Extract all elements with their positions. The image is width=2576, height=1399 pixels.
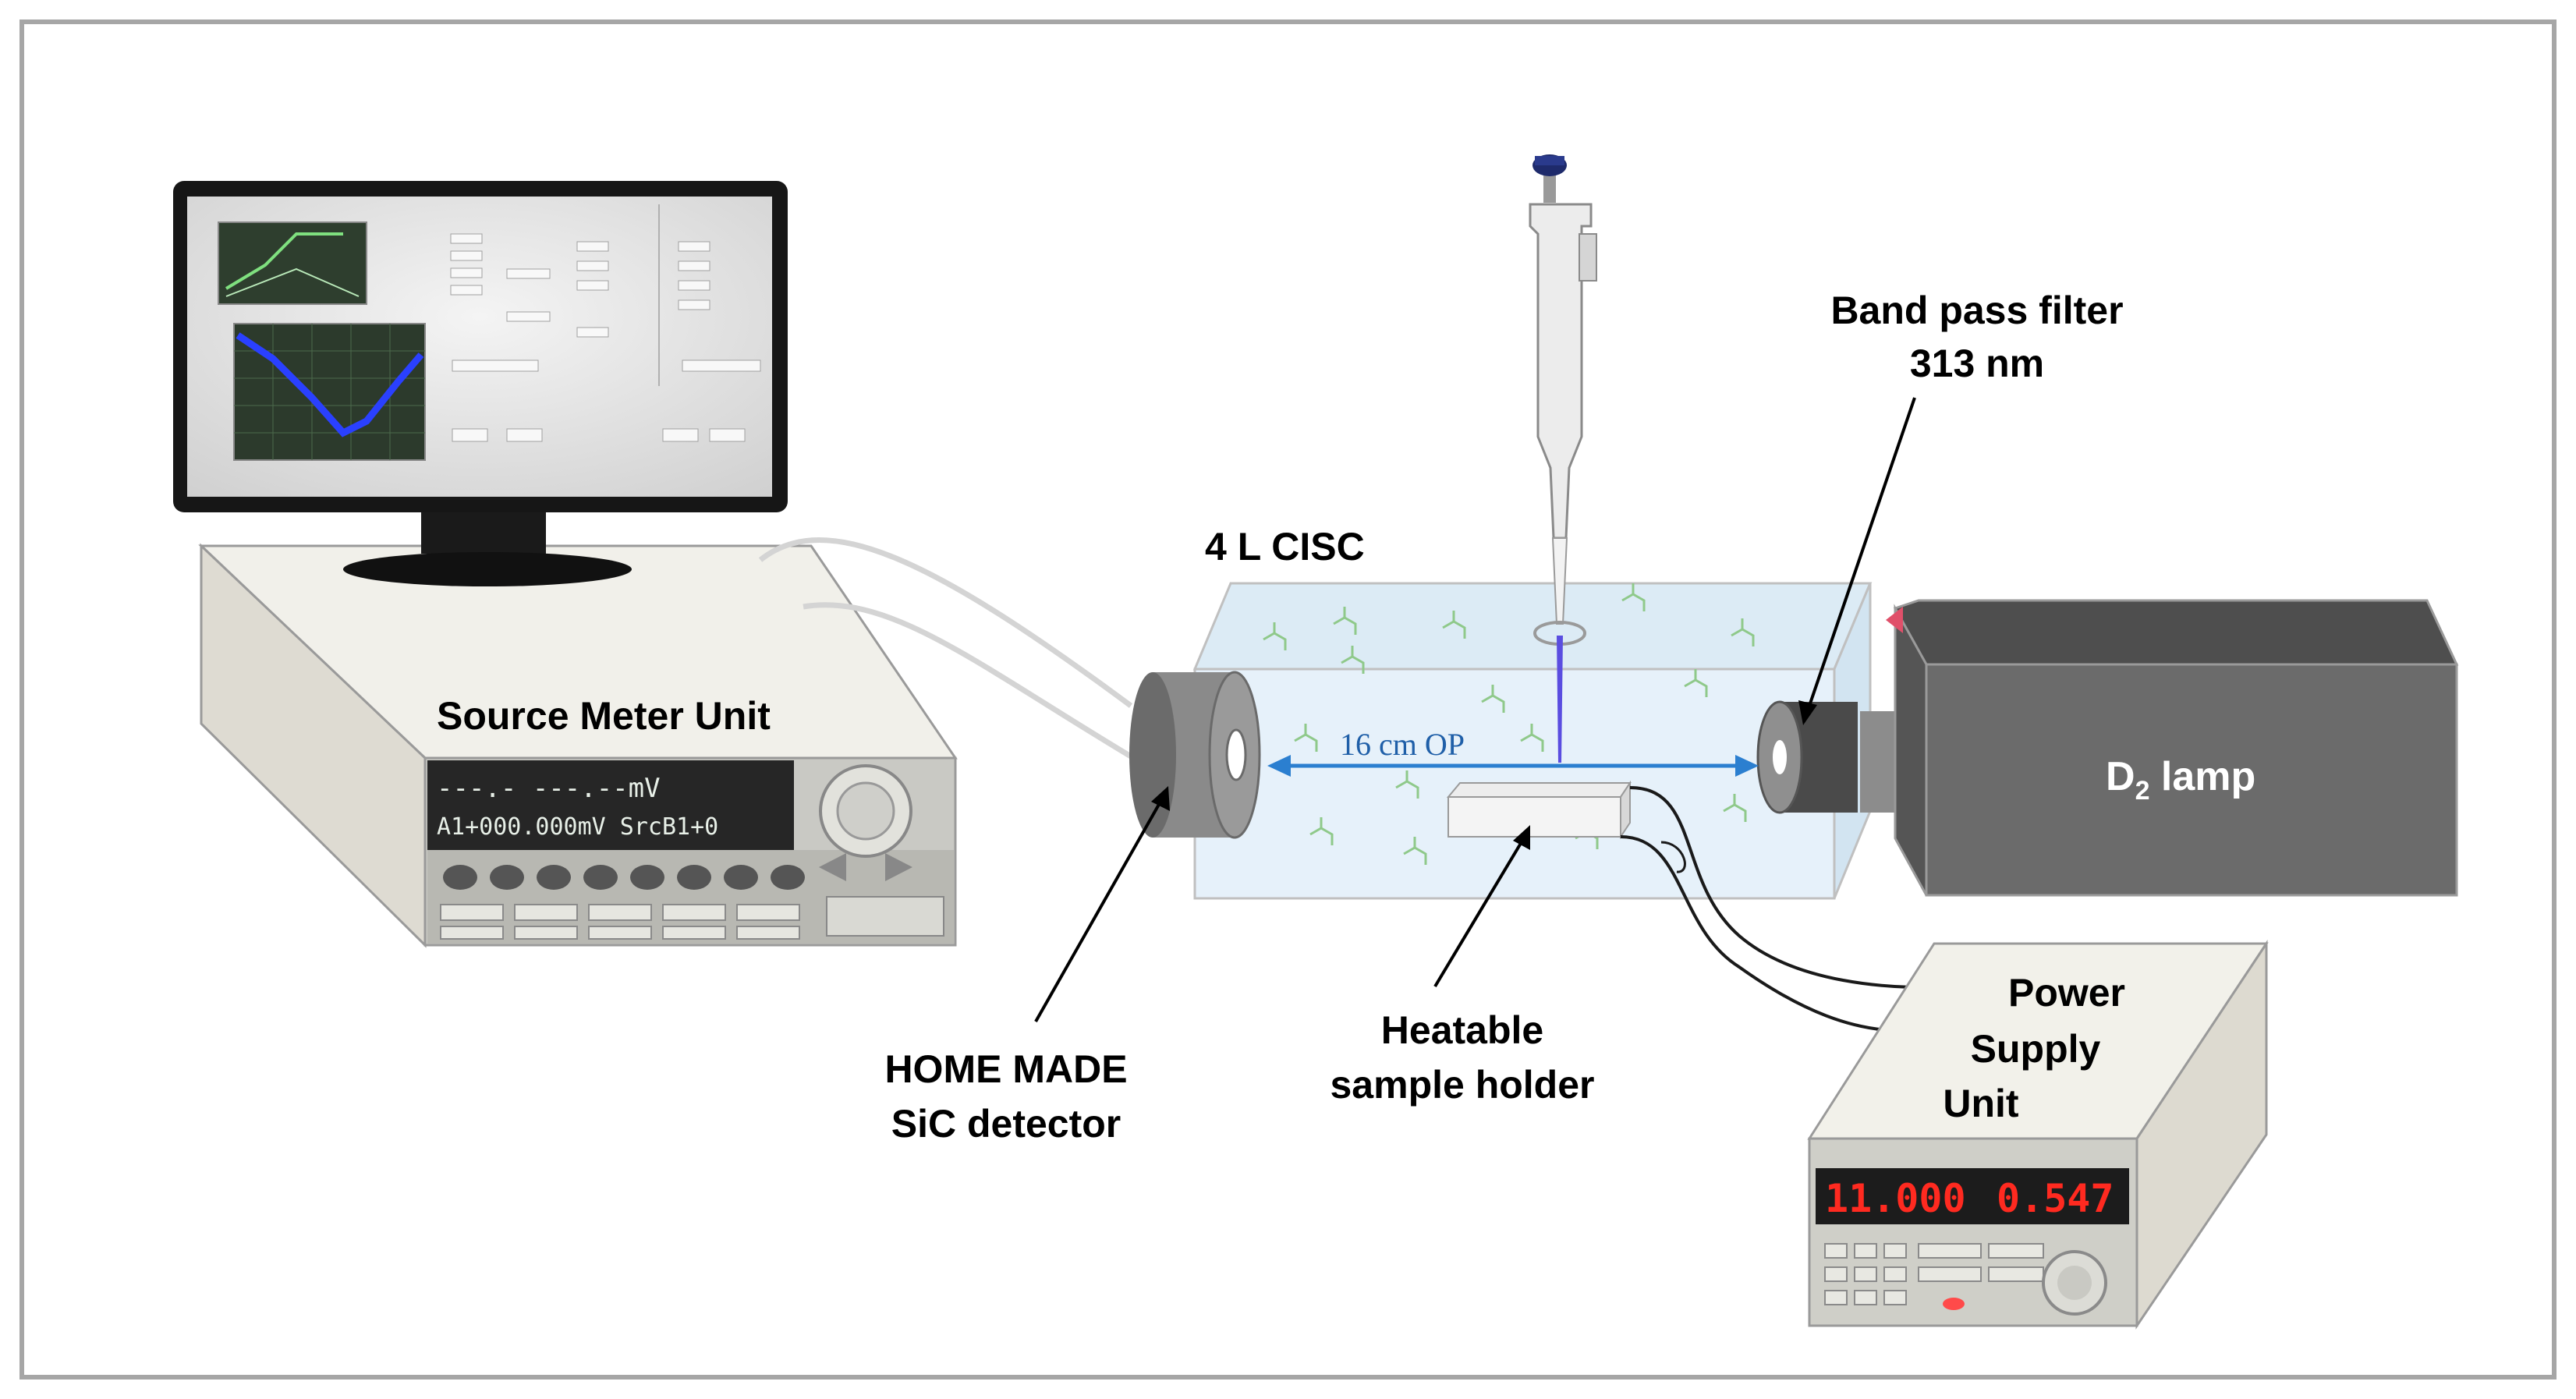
power-supply-unit: 11.000 0.547: [1807, 940, 2269, 1330]
label-detector-line1: HOME MADE: [884, 1047, 1127, 1091]
label-psu-line3: Unit: [1943, 1082, 2019, 1125]
cell-top-face: [1192, 582, 1873, 671]
psu-cable-upper: [1629, 786, 1958, 990]
sic-detector: [1129, 671, 1261, 839]
optical-path-head-right: [1735, 755, 1759, 777]
label-filter-line1: Band pass filter: [1830, 289, 2123, 332]
lamp-top-face: [1893, 599, 2459, 666]
psu-indicator-led: [1943, 1298, 1965, 1310]
label-holder-line1: Heatable: [1381, 1008, 1543, 1052]
d2-lamp: D2 lamp: [1886, 599, 2459, 897]
optical-path-head-left: [1267, 755, 1291, 777]
detector-window: [1225, 728, 1247, 781]
computer-monitor: [173, 181, 788, 586]
label-psu-line2: Supply: [1971, 1027, 2101, 1071]
holder-front: [1447, 796, 1621, 838]
psu-keypad: [1824, 1243, 2044, 1305]
lamp-label-sub: 2: [2135, 776, 2150, 806]
lamp-label-suffix: lamp: [2149, 754, 2255, 799]
monitor-stand-base: [343, 552, 632, 586]
lamp-marker: [1886, 607, 1903, 633]
smu-key-rows: [440, 904, 800, 940]
holder-top: [1446, 782, 1632, 798]
psu-display: [1816, 1168, 2129, 1224]
psu-cable-lower: [1620, 835, 1921, 1032]
lamp-front-face: [1925, 663, 2458, 897]
leader-holder-head: [1513, 825, 1530, 850]
optical-path-arrow: 16 cm OP: [1267, 727, 1759, 777]
screen-small-graph: [218, 221, 367, 305]
psu-voltage-readout: 11.000: [1825, 1176, 1966, 1221]
label-detector-line2: SiC detector: [891, 1102, 1121, 1146]
leader-filter-head: [1798, 700, 1817, 725]
smu-display: [427, 760, 794, 850]
label-psu-line1: Power: [2008, 971, 2125, 1015]
smu-display-line2: A1+000.000mV SrcB1+0: [437, 813, 718, 841]
screen-small-graph-trace2: [225, 267, 360, 297]
screen-ui-fields: [450, 233, 761, 442]
smu-knob-center: [836, 781, 895, 841]
label-cisc: 4 L CISC: [1205, 525, 1365, 568]
filter-window: [1773, 740, 1787, 774]
pipette: [1529, 154, 1597, 763]
smu-output-keys: [826, 896, 944, 937]
leader-holder: [1433, 839, 1524, 988]
screen-large-graph-trace: [236, 332, 424, 437]
screen-large-graph: [233, 323, 426, 461]
pipette-window: [1579, 233, 1597, 282]
leader-filter: [1808, 397, 1916, 707]
cable-lower: [803, 602, 1132, 760]
pipette-button-top: [1535, 156, 1564, 165]
screen-large-graph-grid: [234, 324, 425, 460]
leader-detector-head: [1151, 786, 1170, 811]
leader-detector: [1034, 801, 1162, 1022]
smu-display-line1: ---.- ---.--mV: [437, 773, 661, 804]
psu-knob-center: [2057, 1266, 2092, 1300]
label-filter-line2: 313 nm: [1910, 342, 2044, 385]
lamp-label-main: D: [2106, 754, 2135, 799]
lamp-label: D2 lamp: [2106, 754, 2255, 806]
label-source-meter-unit: Source Meter Unit: [437, 694, 771, 738]
screen-small-graph-trace: [225, 232, 343, 290]
cable-upper: [758, 537, 1133, 708]
smu-arrow-keys-right: [885, 853, 912, 881]
optical-path-label: 16 cm OP: [1340, 727, 1465, 762]
smu-arrow-keys: [819, 853, 846, 881]
heatable-sample-holder: [1446, 780, 1632, 840]
source-meter-unit: ---.- ---.--mV A1+000.000mV SrcB1+0: [198, 543, 958, 948]
psu-current-readout: 0.547: [1997, 1176, 2114, 1221]
smu-buttons: [443, 865, 805, 890]
label-holder-line2: sample holder: [1331, 1063, 1595, 1107]
psu-cable-loop: [1660, 841, 1686, 873]
pipette-liquid: [1557, 636, 1563, 763]
